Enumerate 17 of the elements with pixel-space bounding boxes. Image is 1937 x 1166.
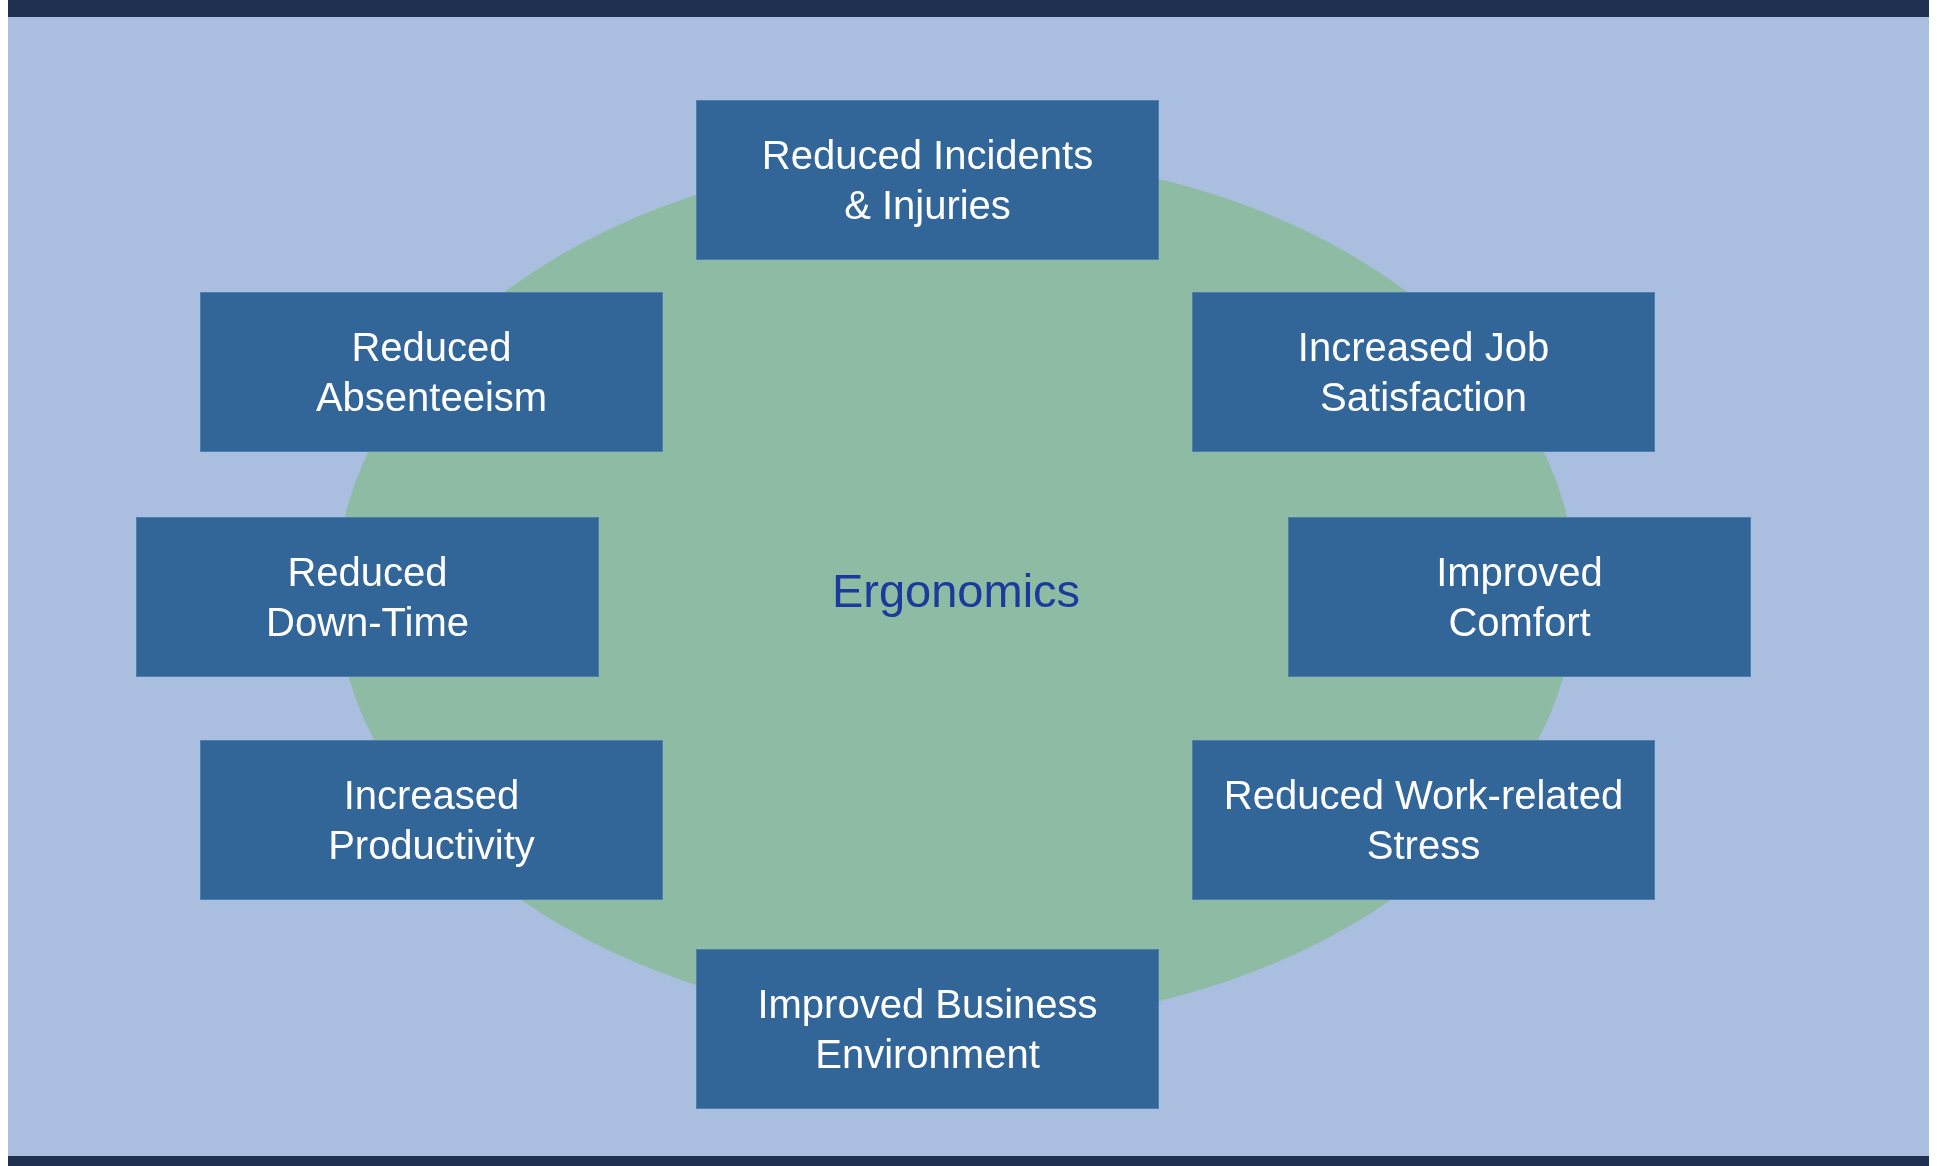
benefit-box bbox=[1192, 292, 1655, 452]
box-label: Reduced Absenteeism bbox=[314, 324, 549, 421]
benefit-box bbox=[1288, 517, 1751, 677]
benefit-box bbox=[1192, 740, 1655, 900]
box-label: Reduced Incidents & Injuries bbox=[760, 132, 1095, 229]
benefit-box bbox=[696, 100, 1159, 260]
box-label: Increased Job Satisfaction bbox=[1296, 324, 1551, 421]
benefit-box bbox=[136, 517, 599, 677]
box-label: Increased Productivity bbox=[327, 772, 536, 869]
box-label: Reduced Down-Time bbox=[265, 549, 470, 646]
box-label: Improved Business Environment bbox=[756, 981, 1099, 1078]
benefit-box bbox=[696, 949, 1159, 1109]
box-label: Improved Comfort bbox=[1435, 549, 1604, 646]
box-label: Reduced Work-related Stress bbox=[1222, 772, 1625, 869]
center-title: Ergonomics bbox=[831, 562, 1081, 618]
benefit-box bbox=[200, 292, 663, 452]
benefit-box bbox=[200, 740, 663, 900]
